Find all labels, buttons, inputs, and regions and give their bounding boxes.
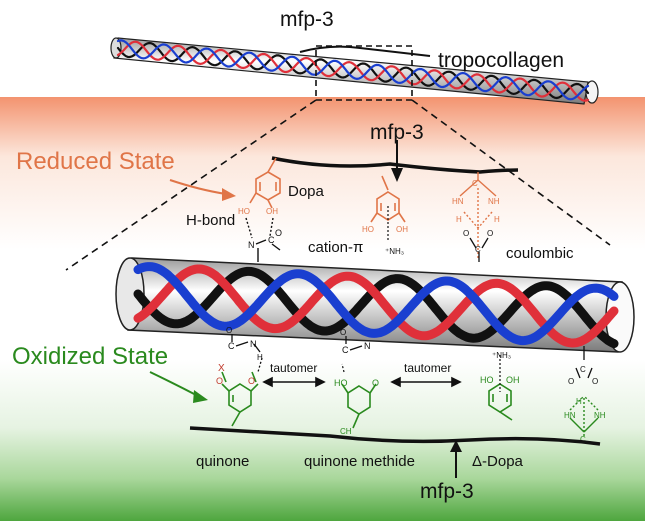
zoom-line-right bbox=[411, 99, 611, 246]
svg-text:O: O bbox=[216, 376, 223, 386]
svg-text:HO: HO bbox=[334, 378, 348, 388]
svg-text:O: O bbox=[248, 376, 255, 386]
coulombic-complex bbox=[459, 172, 497, 260]
svg-text:H: H bbox=[456, 215, 462, 224]
quinone-methide-molecule bbox=[341, 363, 377, 429]
coulombic-label: coulombic bbox=[506, 245, 574, 262]
tropocollagen-label: tropocollagen bbox=[438, 49, 565, 72]
svg-text:OH: OH bbox=[396, 225, 408, 234]
svg-text:C: C bbox=[228, 341, 235, 351]
small-helix-strands bbox=[116, 39, 590, 102]
mfp-3-oxidized-label: mfp-3 bbox=[420, 480, 474, 503]
mfp-reduced-arrowhead bbox=[391, 168, 403, 182]
svg-text:N: N bbox=[250, 339, 257, 349]
svg-text:HO: HO bbox=[238, 207, 250, 216]
large-collagen-tube bbox=[115, 257, 635, 353]
helix-strand-blue bbox=[116, 39, 590, 101]
svg-text:H: H bbox=[576, 397, 582, 406]
reduced-state-label: Reduced State bbox=[16, 148, 175, 175]
tautomer-label-2: tautomer bbox=[404, 361, 452, 375]
svg-text:N: N bbox=[248, 240, 255, 250]
mfp-3-top-strand bbox=[299, 45, 431, 57]
svg-text:O: O bbox=[340, 328, 346, 337]
svg-text:O: O bbox=[592, 377, 598, 386]
svg-text:O: O bbox=[568, 377, 574, 386]
svg-text:N: N bbox=[364, 341, 371, 351]
reduced-state-arrowhead bbox=[222, 188, 236, 201]
h-bond-label: H-bond bbox=[186, 212, 236, 229]
svg-text:C: C bbox=[342, 345, 349, 355]
mfp-3-reduced-strand bbox=[271, 156, 519, 174]
svg-text:C: C bbox=[580, 365, 586, 374]
h-bond-amide bbox=[245, 217, 281, 262]
svg-text:C: C bbox=[472, 179, 478, 188]
svg-text:O: O bbox=[487, 229, 493, 238]
coulombic-carboxyl bbox=[469, 237, 489, 262]
oxidized-state-label: Oxidized State bbox=[12, 343, 169, 370]
large-helix-strands bbox=[133, 262, 619, 349]
svg-text:⁺NH₃: ⁺NH₃ bbox=[492, 351, 511, 360]
small-tropocollagen-rod bbox=[110, 37, 599, 105]
oxidized-state-arrowhead bbox=[193, 390, 208, 403]
oxidized-coulombic-complex bbox=[569, 395, 599, 438]
delta-dopa-molecule bbox=[488, 355, 513, 421]
svg-text:OH: OH bbox=[506, 375, 520, 385]
oxidized-carboxyl bbox=[575, 346, 593, 379]
helix-strand-black bbox=[116, 41, 590, 100]
cation-pi-dopa bbox=[370, 175, 406, 240]
cation-pi-label: cation-π bbox=[308, 239, 364, 256]
svg-text:C: C bbox=[475, 245, 481, 254]
svg-text:NH: NH bbox=[488, 197, 500, 206]
tautomer-label-1: tautomer bbox=[270, 361, 318, 375]
oxidized-state-arrow bbox=[149, 371, 199, 397]
delta-dopa-label: Δ-Dopa bbox=[472, 453, 523, 470]
tautomer-arrow-2 bbox=[390, 376, 462, 388]
mfp-3-oxidized-strand bbox=[189, 426, 601, 446]
zoom-line-left bbox=[65, 99, 317, 271]
svg-text:HN: HN bbox=[564, 411, 576, 420]
quinone-molecule bbox=[221, 371, 259, 427]
svg-text:OH: OH bbox=[266, 207, 278, 216]
mfp-oxidized-arrowhead bbox=[450, 440, 462, 452]
svg-text:O: O bbox=[226, 326, 232, 335]
reduced-state-arrow bbox=[169, 179, 227, 195]
svg-text:NH: NH bbox=[594, 411, 606, 420]
svg-text:HN: HN bbox=[452, 197, 464, 206]
helix-strand-red bbox=[133, 264, 619, 348]
dopa-molecule bbox=[249, 157, 281, 209]
svg-text:HO: HO bbox=[362, 225, 374, 234]
quinone-label: quinone bbox=[196, 453, 250, 470]
dopa-label: Dopa bbox=[288, 183, 324, 200]
svg-text:H: H bbox=[257, 353, 263, 362]
svg-text:⁺NH₃: ⁺NH₃ bbox=[385, 247, 404, 256]
mfp-3-top-label: mfp-3 bbox=[280, 8, 334, 31]
helix-strand-blue bbox=[133, 262, 619, 346]
svg-text:HO: HO bbox=[480, 375, 494, 385]
methide-amide-link bbox=[345, 336, 363, 351]
svg-text:H: H bbox=[494, 215, 500, 224]
quinone-amide-link bbox=[231, 334, 263, 373]
tautomer-arrow-1 bbox=[262, 376, 326, 388]
svg-text:C: C bbox=[580, 435, 586, 444]
zoom-selection-box bbox=[315, 45, 413, 101]
svg-text:X: X bbox=[218, 363, 225, 374]
svg-text:O: O bbox=[275, 228, 282, 238]
svg-text:CH: CH bbox=[340, 427, 352, 436]
helix-strand-red bbox=[116, 40, 590, 102]
svg-text:O: O bbox=[372, 378, 379, 388]
svg-text:C: C bbox=[268, 235, 275, 245]
quinone-methide-label: quinone methide bbox=[304, 453, 415, 470]
mfp-3-reduced-label: mfp-3 bbox=[370, 121, 424, 144]
svg-text:O: O bbox=[463, 229, 469, 238]
